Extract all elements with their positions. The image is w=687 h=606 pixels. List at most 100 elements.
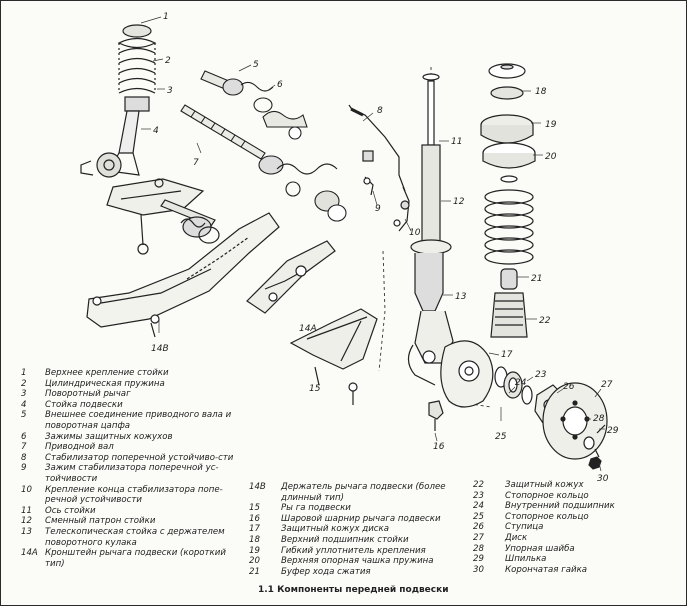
legend-row: 5 Внешнее соединение приводного вала и по… xyxy=(21,410,239,431)
legend-row: 27 Диск xyxy=(473,533,673,544)
legend-text: Зажимы защитных кожухов xyxy=(45,431,173,442)
callout-22: 22 xyxy=(539,316,551,326)
legend-text: Стабилизатор поперечной устойчиво-сти xyxy=(45,452,234,463)
legend-text: Ось стойки xyxy=(45,505,96,516)
callout-17: 17 xyxy=(501,350,513,360)
legend-text: Внутренний подшипник xyxy=(505,501,615,512)
legend-number: 26 xyxy=(473,522,484,533)
legend-number: 28 xyxy=(473,543,484,554)
callout-19: 19 xyxy=(545,120,557,130)
legend-number: 14A xyxy=(21,548,38,559)
legend-text: Ступица xyxy=(505,522,544,533)
legend-text: Корончатая гайка xyxy=(505,564,588,575)
legend-row: 13 Телескопическая стойка с держателем по… xyxy=(21,527,239,548)
callout-11: 11 xyxy=(451,137,462,147)
legend-number: 14B xyxy=(249,482,266,492)
ball-joint-16 xyxy=(428,400,444,431)
callout-7: 7 xyxy=(193,158,199,168)
callout-18: 18 xyxy=(535,87,547,97)
callout-5: 5 xyxy=(253,60,259,70)
legend-text: Кронштейн рычага подвески (короткий тип) xyxy=(45,548,226,569)
legend-row: 12 Сменный патрон стойки xyxy=(21,516,239,527)
legend-text: Ры га подвески xyxy=(281,503,351,514)
legend-row: 15 Ры га подвески xyxy=(249,503,464,514)
legend-number: 4 xyxy=(21,399,27,410)
legend-text: Верхнее крепление стойки xyxy=(45,368,169,378)
legend-number: 9 xyxy=(21,463,27,474)
legend-text: Поворотный рычаг xyxy=(45,389,131,400)
callout-27: 27 xyxy=(601,380,613,390)
legend-text: Сменный патрон стойки xyxy=(45,516,156,527)
knuckle-left xyxy=(80,152,122,178)
legend-text: Защитный кожух xyxy=(505,480,584,490)
legend-row: 1 Верхнее крепление стойки xyxy=(21,368,239,379)
legend-text: Телескопическая стойка с держателем пово… xyxy=(45,526,225,548)
legend-number: 12 xyxy=(21,516,32,527)
legend-text: Защитный кожух диска xyxy=(281,524,389,535)
legend-number: 27 xyxy=(473,532,484,543)
legend-row: 19 Гибкий уплотнитель крепления xyxy=(249,546,464,557)
legend-row: 26 Ступица xyxy=(473,522,673,533)
legend-text: Внешнее соединение приводного вала и пов… xyxy=(45,410,232,431)
legend-number: 23 xyxy=(473,490,484,501)
legend-number: 13 xyxy=(21,526,32,537)
legend-text: Упорная шайба xyxy=(505,543,575,554)
legend-text: Диск xyxy=(505,532,528,543)
callout-8: 8 xyxy=(377,106,383,116)
callout-30: 30 xyxy=(597,474,609,484)
callout-29: 29 xyxy=(607,426,619,436)
legend-number: 11 xyxy=(21,505,32,516)
cv-joint-5-6 xyxy=(200,70,308,140)
callout-labels: 1 2 3 4 5 6 7 8 9 10 11 12 13 14A 14B 15… xyxy=(151,12,619,484)
callout-4: 4 xyxy=(153,126,159,136)
callout-16: 16 xyxy=(433,442,445,452)
callout-10: 10 xyxy=(409,228,421,238)
legend-column-2: 14B Держатель рычага подвески (более длин… xyxy=(249,482,464,577)
lower-control-arm-15 xyxy=(246,240,378,405)
callout-3: 3 xyxy=(167,86,173,96)
subframe-14b xyxy=(86,212,280,338)
legend-text: Держатель рычага подвески (более длинный… xyxy=(281,482,446,503)
legend-number: 15 xyxy=(249,503,260,514)
bearing-set-23-25 xyxy=(494,366,533,405)
callout-12: 12 xyxy=(453,197,465,207)
legend-row: 24 Внутренний подшипник xyxy=(473,501,673,512)
legend-number: 18 xyxy=(249,534,260,545)
callout-23: 23 xyxy=(535,370,547,380)
legend-number: 19 xyxy=(249,545,260,556)
legend-number: 29 xyxy=(473,554,484,565)
legend-number: 5 xyxy=(21,410,27,421)
legend-number: 7 xyxy=(21,442,27,453)
legend-row: 22 Защитный кожух xyxy=(473,480,673,491)
legend-text: Гибкий уплотнитель крепления xyxy=(281,545,426,556)
legend-number: 24 xyxy=(473,501,484,512)
legend-number: 1 xyxy=(21,368,27,378)
legend-row: 14B Держатель рычага подвески (более длин… xyxy=(249,482,464,503)
callout-1: 1 xyxy=(163,12,169,22)
callout-9: 9 xyxy=(375,204,381,214)
legend-number: 22 xyxy=(473,480,484,490)
driveshaft-7 xyxy=(180,104,347,222)
legend-row: 28 Упорная шайба xyxy=(473,544,673,555)
callout-28: 28 xyxy=(593,414,605,424)
callout-21: 21 xyxy=(531,274,542,284)
legend-number: 25 xyxy=(473,511,484,522)
legend-text: Буфер хода сжатия xyxy=(281,566,371,577)
callout-24: 24 xyxy=(515,378,527,388)
